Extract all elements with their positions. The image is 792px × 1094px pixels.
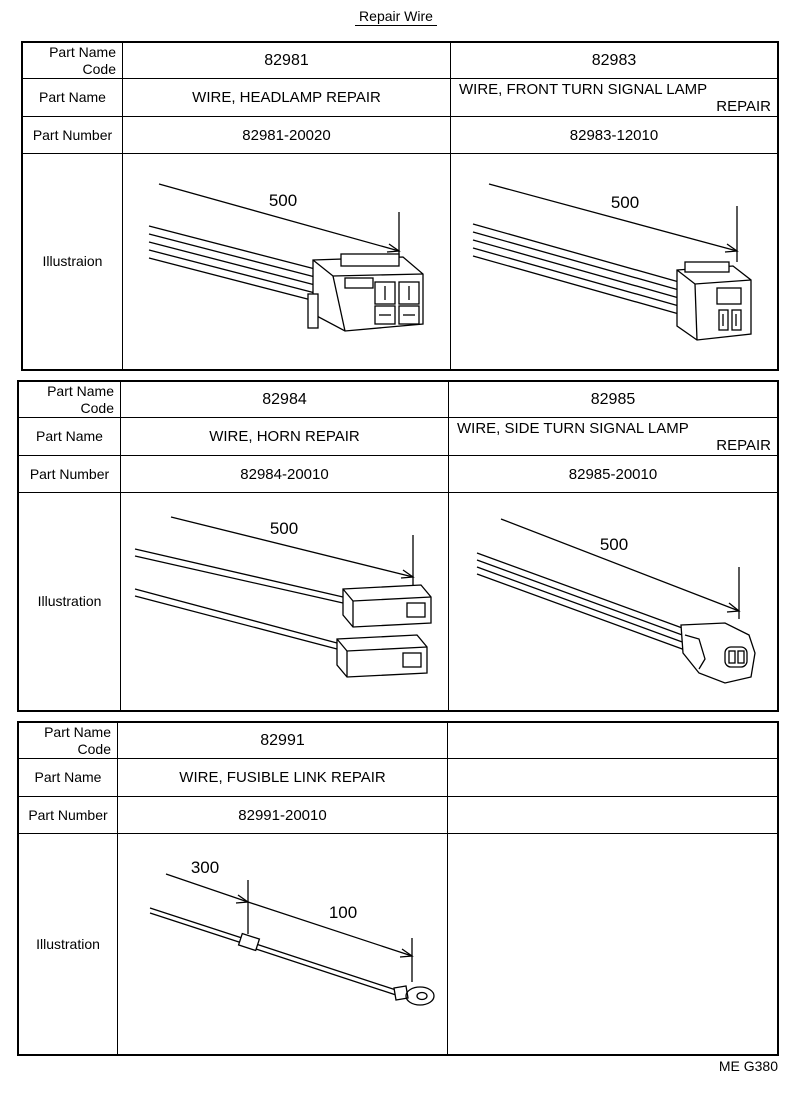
part-code: 82981 xyxy=(264,52,309,69)
illustration-label: Illustration xyxy=(36,935,100,952)
part-number: 82983-12010 xyxy=(569,126,659,144)
part-name-line2: REPAIR xyxy=(716,97,771,115)
part-code: 82991 xyxy=(260,732,305,749)
fusible-link-wire-illustration xyxy=(149,873,435,1006)
part-name: WIRE, HEADLAMP REPAIR xyxy=(192,89,381,106)
repair-wire-table-2: Part Name Code 82984 82985 Part Name WIR… xyxy=(17,380,779,712)
part-number: 82984-20010 xyxy=(240,465,329,483)
part-number-label: Part Number xyxy=(28,806,108,823)
part-number-label: Part Number xyxy=(29,465,110,482)
part-name-code-label-line1: Part Name xyxy=(44,723,111,740)
page-title-text: Repair Wire xyxy=(355,8,437,26)
part-name: WIRE, SIDE TURN SIGNAL LAMP REPAIR xyxy=(449,418,777,455)
part-code: 82985 xyxy=(590,391,636,408)
dimension-label: 500 xyxy=(610,192,640,212)
part-name-line1: WIRE, FRONT TURN SIGNAL LAMP xyxy=(459,80,708,98)
illustration-label: Illustraion xyxy=(42,253,103,269)
part-name-code-label: Part Name Code xyxy=(19,723,117,758)
dimension-label: 500 xyxy=(268,190,298,210)
part-number: 82981-20020 xyxy=(242,126,331,144)
part-name-line2: REPAIR xyxy=(716,436,771,454)
part-code: 82983 xyxy=(591,52,637,69)
dimension-label: 300 xyxy=(190,857,220,877)
part-name-line1: WIRE, SIDE TURN SIGNAL LAMP xyxy=(457,419,689,437)
part-code: 82984 xyxy=(262,391,307,408)
part-name: WIRE, FRONT TURN SIGNAL LAMP REPAIR xyxy=(451,79,777,116)
illustration-label: Illustration xyxy=(37,593,102,609)
part-name-code-label: Part Name Code xyxy=(19,382,120,417)
part-name-code-label-line1: Part Name xyxy=(49,43,116,60)
dimension-label: 500 xyxy=(599,534,629,554)
part-name-code-label: Part Name Code xyxy=(23,43,122,78)
part-number-label: Part Number xyxy=(32,126,113,143)
part-name-code-label-line2: Code xyxy=(82,60,116,77)
part-number: 82991-20010 xyxy=(238,806,327,824)
part-name: WIRE, HORN REPAIR xyxy=(209,428,360,445)
part-name-code-label-line2: Code xyxy=(80,399,114,416)
reference-code: ME G380 xyxy=(718,1058,778,1074)
side-turn-signal-wire-illustration xyxy=(476,518,756,684)
repair-wire-table-3: Part Name Code 82991 Part Name WIRE, FUS… xyxy=(17,721,779,1056)
part-name: WIRE, FUSIBLE LINK REPAIR xyxy=(179,769,386,786)
part-name-label: Part Name xyxy=(36,428,103,444)
front-turn-signal-wire-illustration xyxy=(472,183,752,341)
repair-wire-table-1: Part Name Code 82981 82983 Part Name WIR… xyxy=(21,41,779,371)
dimension-label: 500 xyxy=(269,518,299,538)
page-title: Repair Wire xyxy=(0,8,792,26)
part-name-label: Part Name xyxy=(39,89,106,105)
part-name-code-label-line1: Part Name xyxy=(47,382,114,399)
part-name-label: Part Name xyxy=(34,769,102,785)
headlamp-wire-illustration xyxy=(148,183,424,332)
dimension-label: 100 xyxy=(328,902,358,922)
part-number: 82985-20010 xyxy=(568,465,658,483)
part-name-code-label-line2: Code xyxy=(77,740,111,757)
horn-wire-illustration xyxy=(134,516,432,678)
